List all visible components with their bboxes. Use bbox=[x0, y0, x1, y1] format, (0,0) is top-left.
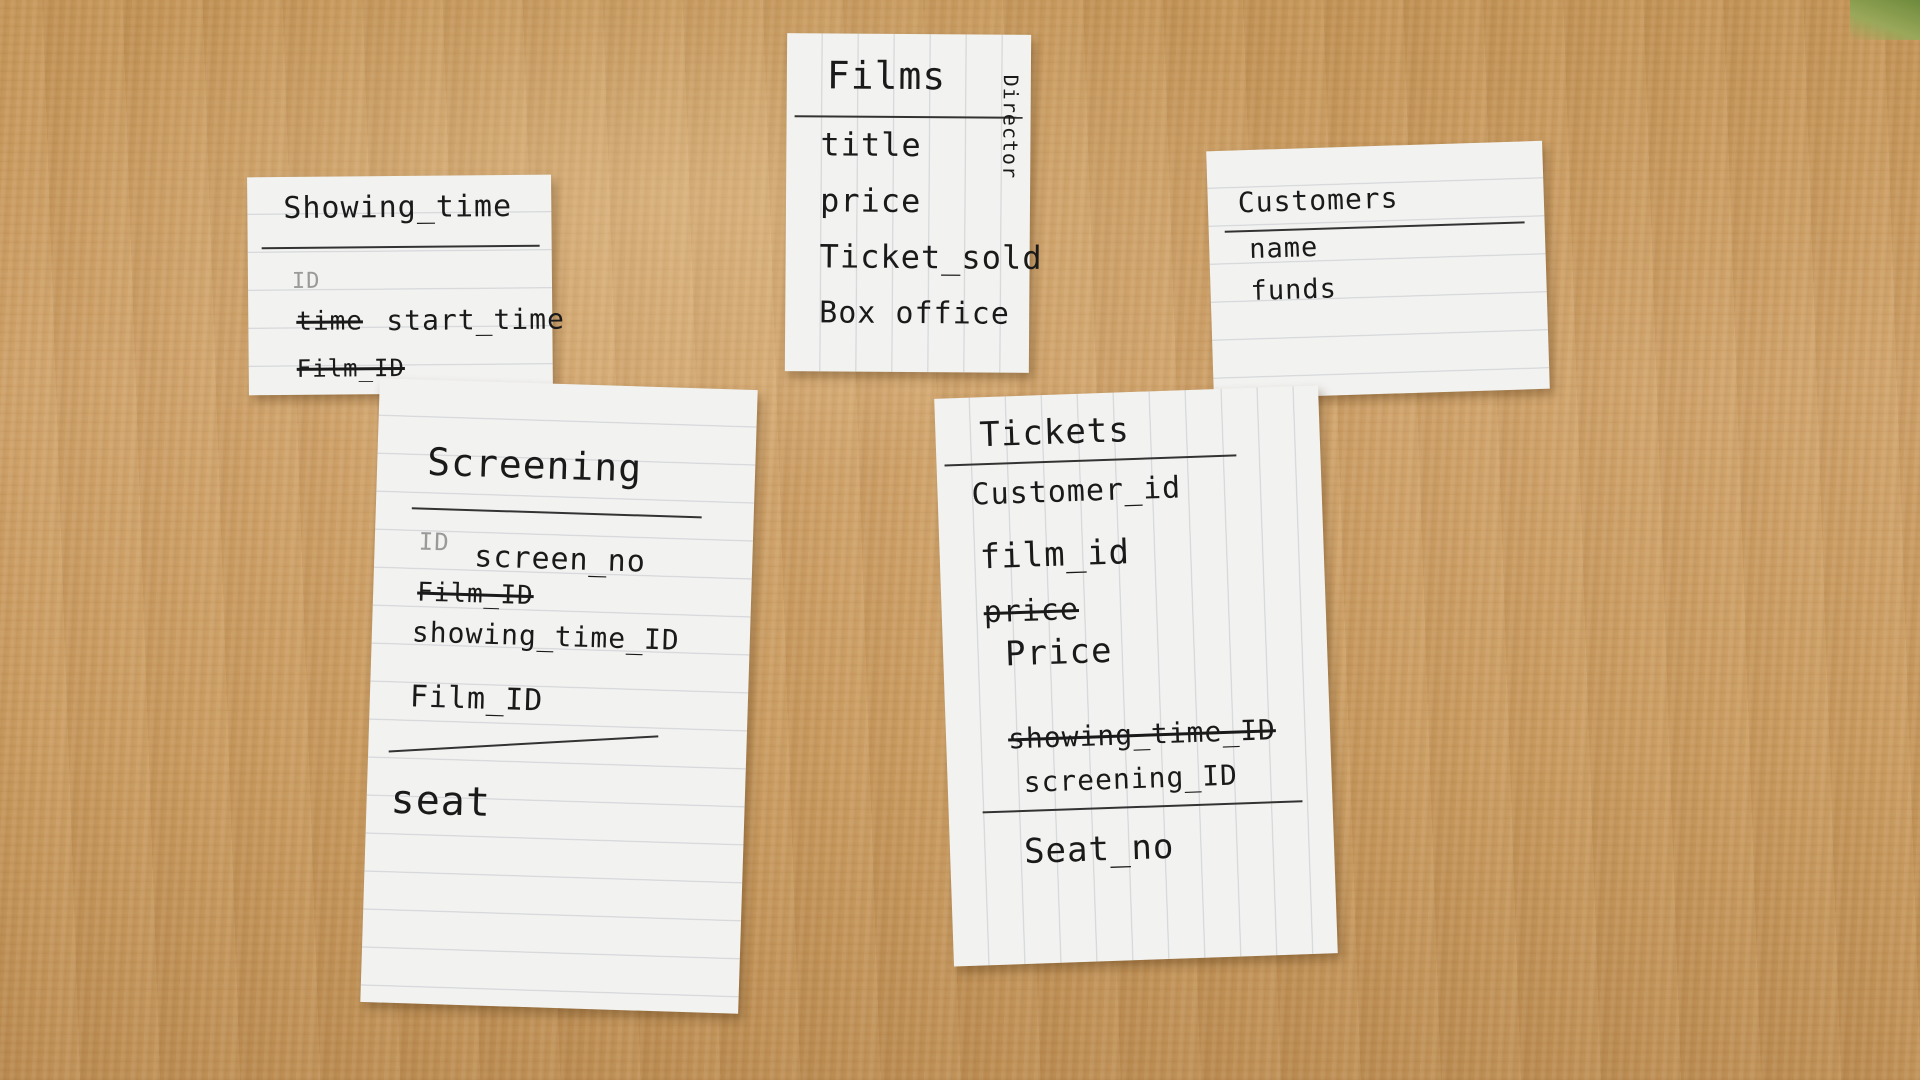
field: Box office bbox=[819, 295, 1010, 332]
field-start-time: start_time bbox=[386, 302, 566, 338]
field-showing-time-id: showing_time_ID bbox=[411, 615, 681, 657]
title-underline bbox=[1224, 221, 1525, 233]
card-title: Tickets bbox=[978, 410, 1131, 456]
field-seat: seat bbox=[389, 776, 492, 826]
section-divider bbox=[388, 735, 659, 753]
struck-field: Film_ID bbox=[416, 577, 535, 612]
card-tickets: Tickets Customer_id film_id price Price … bbox=[934, 385, 1338, 967]
struck-field: showing_time_ID bbox=[1007, 713, 1277, 756]
section-divider bbox=[982, 800, 1303, 814]
side-text: Director bbox=[998, 74, 1023, 180]
card-title: Films bbox=[826, 53, 947, 99]
field: Ticket_sold bbox=[819, 237, 1043, 277]
card-title: Screening bbox=[426, 439, 643, 491]
field: funds bbox=[1250, 273, 1338, 308]
title-underline bbox=[261, 244, 540, 250]
field-screening-id: screening_ID bbox=[1023, 758, 1239, 799]
card-customers: Customers name funds bbox=[1206, 140, 1550, 400]
field: name bbox=[1248, 231, 1319, 266]
title-underline bbox=[411, 507, 702, 519]
card-title: Customers bbox=[1237, 181, 1399, 220]
id-mark: ID bbox=[418, 527, 451, 557]
field-customer-id: Customer_id bbox=[970, 470, 1182, 513]
field-film-id: Film_ID bbox=[409, 679, 544, 719]
card-showing-time: Showing_time ID time start_time Film_ID bbox=[247, 174, 565, 396]
field-screen-no: screen_no bbox=[473, 539, 647, 580]
field-seat-no: Seat_no bbox=[1023, 826, 1175, 873]
struck-field: price bbox=[983, 591, 1080, 631]
id-mark: ID bbox=[291, 268, 321, 294]
field-film-id: film_id bbox=[979, 532, 1131, 578]
field: title bbox=[820, 125, 922, 165]
title-underline bbox=[794, 115, 1023, 119]
card-screening: Screening ID screen_no Film_ID showing_t… bbox=[360, 378, 758, 1014]
card-films: Films title price Ticket_sold Box office… bbox=[784, 33, 1043, 373]
struck-field: time bbox=[296, 306, 364, 337]
title-underline bbox=[944, 454, 1237, 467]
card-title: Showing_time bbox=[283, 189, 513, 227]
field-price: Price bbox=[1004, 630, 1114, 675]
field: price bbox=[819, 181, 922, 221]
grass-corner bbox=[1850, 0, 1920, 40]
